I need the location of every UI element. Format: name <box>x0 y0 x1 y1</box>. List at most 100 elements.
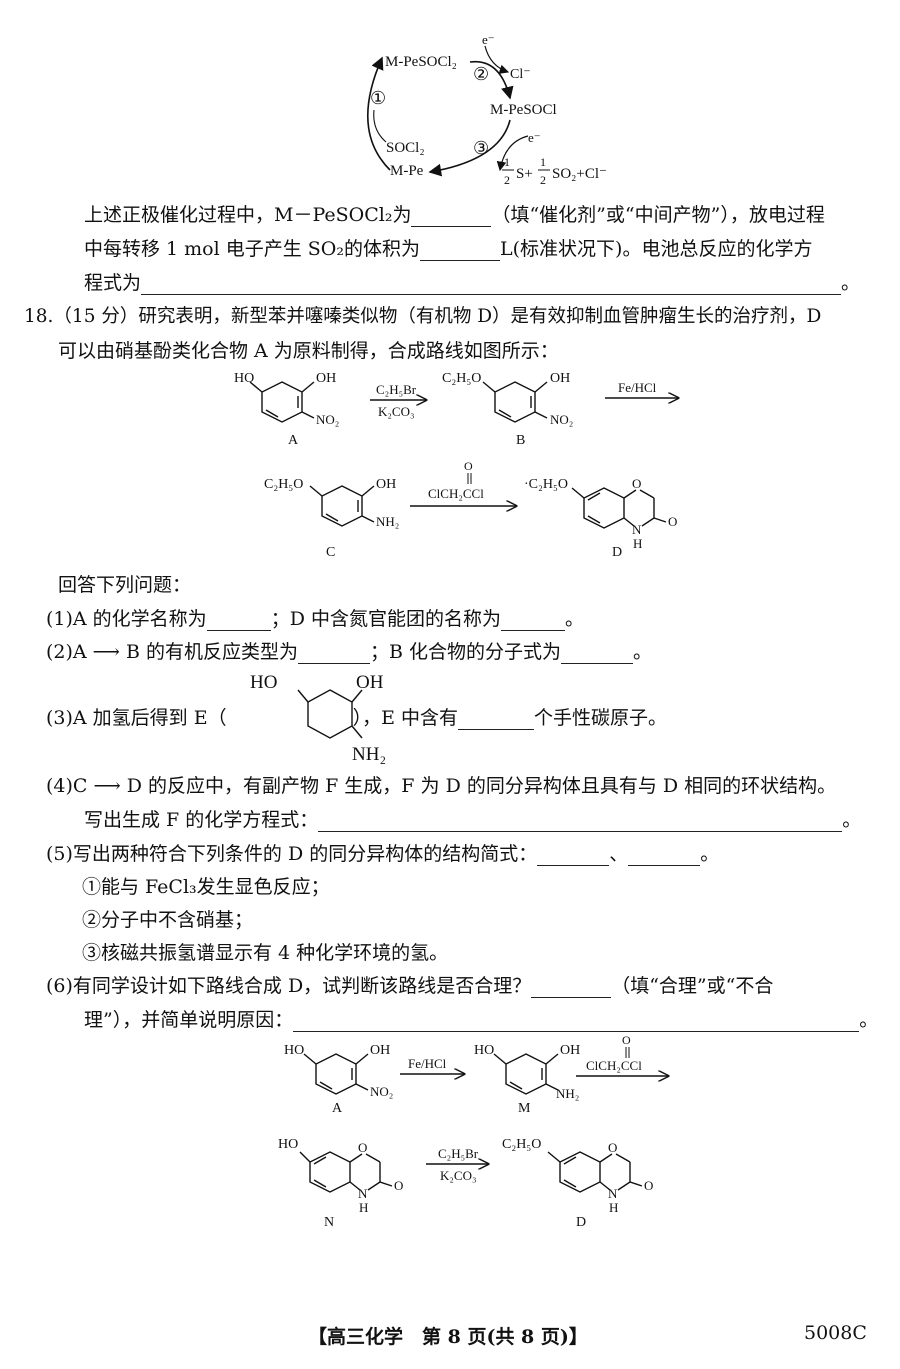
cycle-half-1: 1 <box>504 155 510 169</box>
n-carbonyl-o: O <box>394 1178 403 1193</box>
answer-blank-chiral-count[interactable] <box>458 709 535 730</box>
label-m: M <box>518 1101 531 1116</box>
cycle-node-m-pesocl2: M-PeSOCl₂ <box>385 54 457 70</box>
q18-intro-1: 18.（15 分）研究表明，新型苯并噻嗪类似物（有机物 D）是有效抑制血管肿瘤生… <box>24 306 822 327</box>
q18-2: (2)A ⟶ B 的有机反应类型为；B 化合物的分子式为。 <box>46 641 652 664</box>
answer-blank-d-group[interactable] <box>500 610 565 631</box>
label-a: A <box>288 433 299 448</box>
q17-line-3: 程式为。 <box>84 272 861 295</box>
alt-reagent-fe-hcl: Fe/HCl <box>408 1056 447 1071</box>
q18-4a: (4)C ⟶ D 的反应中，有副产物 F 生成，F 为 D 的同分异构体且具有与… <box>46 775 837 797</box>
q17-line-1: 上述正极催化过程中，M－PeSOCl₂为（填“催化剂”或“中间产物”），放电过程 <box>84 204 825 227</box>
paper-code: 5008C <box>804 1322 867 1344</box>
alt-route-row-2: HO O N H O N C₂H₅Br K₂CO₃ C₂H₅O O N H O … <box>278 1137 653 1230</box>
m-oh: OH <box>560 1043 580 1058</box>
answer-blank-catalyst[interactable] <box>411 206 492 227</box>
b-no2: NO₂ <box>550 412 573 427</box>
q18-5-cond-3: ③核磁共振氢谱显示有 4 种化学环境的氢。 <box>82 942 449 964</box>
q18-5: (5)写出两种符合下列条件的 D 的同分异构体的结构简式：、。 <box>46 843 720 866</box>
d-eto: ·C₂H₅O <box>524 477 568 492</box>
c-eto: C₂H₅O <box>264 477 303 492</box>
q18-1: (1)A 的化学名称为；D 中含氮官能团的名称为。 <box>46 608 584 631</box>
reagent-c2h5br: C₂H₅Br <box>376 382 417 397</box>
cycle-half-1b: 2 <box>504 173 510 187</box>
q18-6b: 理”），并简单说明原因：。 <box>84 1009 879 1032</box>
answer-blank-f-equation[interactable] <box>318 811 843 832</box>
reagent-k2co3: K₂CO₃ <box>378 404 415 419</box>
answer-blank-isomer-1[interactable] <box>537 845 610 866</box>
cycle-product-so2: SO₂+Cl⁻ <box>552 166 607 182</box>
alt-reagent-c2h5br: C₂H₅Br <box>438 1146 479 1161</box>
label-d: D <box>612 545 622 560</box>
alt-molecule-a <box>303 1053 369 1095</box>
molecule-n <box>299 1151 393 1193</box>
b-eto: C₂H₅O <box>442 371 481 386</box>
label-n: N <box>324 1215 334 1230</box>
d-carbonyl-o: O <box>668 514 677 529</box>
answer-blank-b-formula[interactable] <box>560 643 633 664</box>
alt-reagent-clch2ccl: ClCH₂CCl <box>586 1058 642 1073</box>
answer-blank-so2-volume[interactable] <box>420 240 500 261</box>
answer-blank-isomer-2[interactable] <box>628 845 701 866</box>
answer-blank-reaction-type[interactable] <box>297 643 370 664</box>
q18-3: (3)A 加氢后得到 E（），E 中含有个手性碳原子。 <box>46 707 668 730</box>
alt-molecule-d <box>547 1151 643 1193</box>
cycle-electron-1: e⁻ <box>482 32 495 47</box>
cycle-electron-2: e⁻ <box>528 130 541 145</box>
alt-d-ring-h: H <box>609 1200 618 1215</box>
cycle-step-1: ① <box>370 88 386 108</box>
synthesis-scheme-row-2: C₂H₅O OH NH₂ C O ClCH₂CCl ·C₂H₅O O N H O… <box>264 459 677 560</box>
cycle-node-m-pe: M-Pe <box>390 163 424 179</box>
n-ring-n: N <box>358 1186 368 1201</box>
q18-6a: (6)有同学设计如下路线合成 D，试判断该路线是否合理？（填“合理”或“不合 <box>46 975 774 998</box>
synthesis-scheme-row-1: HO OH NO₂ A C₂H₅Br K₂CO₃ C₂H₅O OH NO₂ B … <box>234 371 700 448</box>
b-oh: OH <box>550 371 570 386</box>
answer-blank-reason[interactable] <box>293 1011 860 1032</box>
a-no2: NO₂ <box>316 412 339 427</box>
cycle-product-s: S+ <box>516 166 533 182</box>
c-nh2: NH₂ <box>376 514 399 529</box>
m-ho: HO <box>474 1043 494 1058</box>
d-ring-h: H <box>633 536 642 551</box>
n-ho: HO <box>278 1137 298 1152</box>
e-ho: HO <box>250 672 277 693</box>
a-ho: HO <box>234 371 254 386</box>
d-ring-o: O <box>632 476 641 491</box>
cycle-step-2: ② <box>473 64 489 84</box>
q18-4b: 写出生成 F 的化学方程式：。 <box>84 809 862 832</box>
molecule-a <box>249 381 315 423</box>
d-ring-n: N <box>632 522 642 537</box>
cycle-half-2b: 2 <box>540 173 546 187</box>
cycle-node-m-pesocl: M-PeSOCl <box>490 102 557 118</box>
molecule-d <box>571 487 667 529</box>
reagent-fe-hcl: Fe/HCl <box>618 380 657 395</box>
alt-a-oh: OH <box>370 1043 390 1058</box>
q18-5-cond-2: ②分子中不含硝基； <box>82 909 254 931</box>
alt-reagent-o: O <box>622 1033 631 1047</box>
alt-d-eto: C₂H₅O <box>502 1137 541 1152</box>
alt-reagent-k2co3: K₂CO₃ <box>440 1168 477 1183</box>
molecule-c <box>309 485 375 527</box>
cycle-product-cl: Cl⁻ <box>510 67 531 82</box>
molecule-b <box>482 381 548 423</box>
alt-a-ho: HO <box>284 1043 304 1058</box>
e-nh2: NH₂ <box>352 744 386 765</box>
alt-d-ring-n: N <box>608 1186 618 1201</box>
answer-blank-reasonable[interactable] <box>531 977 612 998</box>
alt-label-a: A <box>332 1101 343 1116</box>
c-oh: OH <box>376 477 396 492</box>
n-ring-h: H <box>359 1200 368 1215</box>
alt-d-ring-o: O <box>608 1140 617 1155</box>
page-footer: 【高三化学 第 8 页(共 8 页)】 <box>308 1326 588 1348</box>
answer-blank-equation[interactable] <box>141 274 842 295</box>
e-oh: OH <box>356 672 384 693</box>
alt-a-no2: NO₂ <box>370 1084 393 1099</box>
cycle-reactant-socl2: SOCl₂ <box>386 140 425 156</box>
cycle-half-2: 1 <box>540 155 546 169</box>
label-c: C <box>326 545 335 560</box>
answer-blank-a-name[interactable] <box>206 610 271 631</box>
n-ring-o: O <box>358 1140 367 1155</box>
molecule-m <box>493 1053 559 1095</box>
reagent-clch2ccl: ClCH₂CCl <box>428 486 484 501</box>
